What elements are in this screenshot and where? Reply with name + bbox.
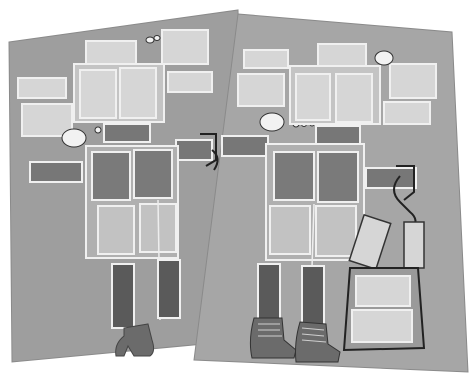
- left-bubble-top-2: [154, 36, 160, 41]
- left-top-center-panel: [86, 41, 136, 66]
- right-top-center-panel: [318, 44, 366, 68]
- left-chest-1: [92, 152, 130, 200]
- left-leg-right: [158, 260, 180, 318]
- right-leg-right: [302, 266, 324, 328]
- left-arm-left: [30, 162, 82, 182]
- left-bubble-mid: [62, 129, 86, 147]
- right-leg-left: [258, 264, 280, 322]
- right-right-panel: [384, 102, 430, 124]
- left-arm-right: [176, 140, 212, 160]
- right-bubble-top: [375, 51, 393, 65]
- left-right-panel: [168, 72, 212, 92]
- left-chest-2: [134, 150, 172, 198]
- right-left-panel: [238, 74, 284, 106]
- left-top-right-panel: [162, 30, 208, 64]
- right-neck: [316, 126, 360, 144]
- left-upper-left-panel: [18, 78, 66, 98]
- left-head-panel-1: [80, 70, 116, 118]
- left-lower-left-panel: [22, 104, 72, 136]
- right-arm-left: [222, 136, 268, 156]
- left-bubble-top: [146, 37, 154, 43]
- right-bag-panel-1: [356, 276, 410, 306]
- left-belly-1: [98, 206, 134, 254]
- right-chest-1: [274, 152, 314, 200]
- right-bag-panel-2: [352, 310, 412, 342]
- right-strap-panel-2: [404, 222, 424, 268]
- left-neck: [104, 124, 150, 142]
- right-head-panel-1: [296, 74, 330, 120]
- right-belly-2: [316, 206, 356, 256]
- right-top-left-panel: [244, 50, 288, 68]
- right-bubble-mid: [260, 113, 284, 131]
- right-top-right-panel: [390, 64, 436, 98]
- right-head-panel-2: [336, 74, 372, 122]
- right-arm-right: [366, 168, 416, 188]
- right-belly-1: [270, 206, 310, 254]
- left-bubble-dot-1: [95, 127, 101, 133]
- left-leg-left: [112, 264, 134, 328]
- right-chest-2: [318, 152, 358, 202]
- right-sheet: [194, 14, 468, 372]
- left-head-panel-2: [120, 68, 156, 118]
